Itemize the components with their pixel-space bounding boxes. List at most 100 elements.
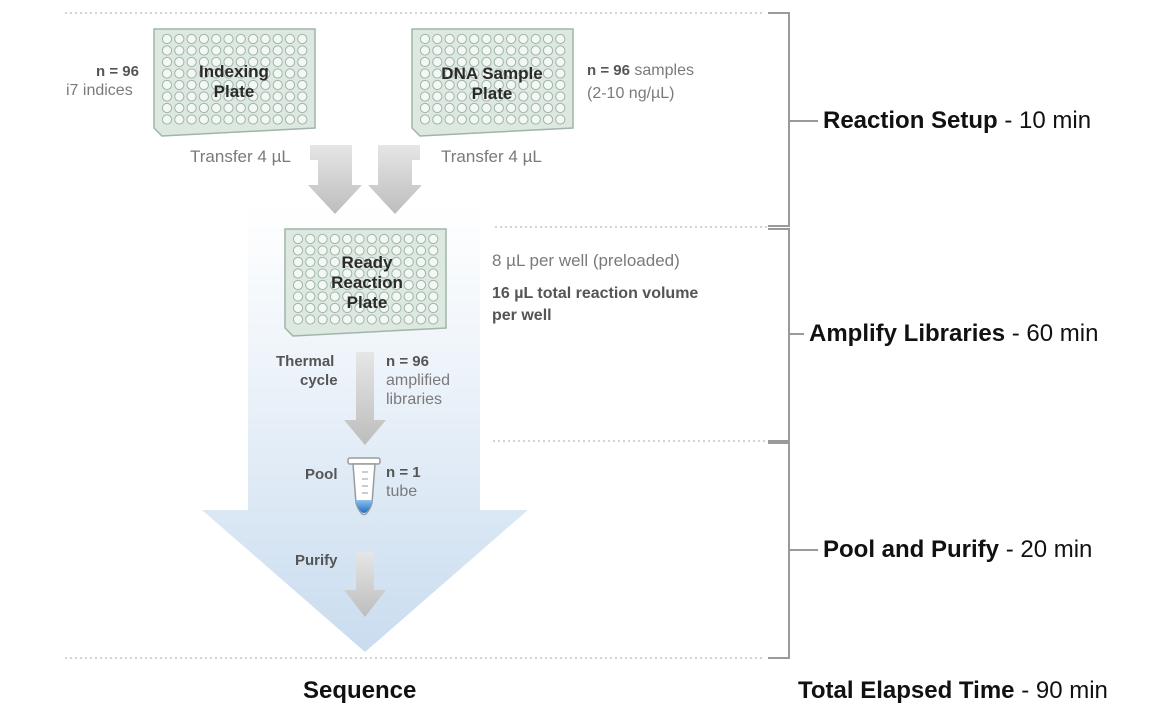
plate-well: [444, 79, 455, 91]
plate-well: [530, 33, 541, 45]
plate-well: [342, 256, 353, 268]
plate-well: [366, 233, 377, 245]
transfer-label-right: Transfer 4 µL: [441, 147, 542, 166]
plate-well: [493, 33, 504, 45]
plate-well: [305, 233, 316, 245]
plate-well: [555, 91, 566, 102]
dna-title-line2: Plate: [471, 84, 513, 103]
plate-well: [518, 91, 529, 102]
plate-well: [555, 68, 566, 79]
plate-well: [391, 245, 402, 256]
plate-well: [211, 102, 222, 114]
plate-well: [379, 302, 390, 314]
plate-well: [542, 68, 554, 79]
stage-reaction-setup: Reaction Setup - 10 min: [823, 107, 1091, 135]
plate-well: [391, 233, 402, 245]
plate-well: [419, 91, 431, 102]
plate-well: [530, 114, 541, 125]
plate-well: [366, 268, 377, 279]
plate-well: [481, 114, 492, 125]
plate-well: [342, 268, 353, 279]
plate-well: [174, 102, 185, 114]
plate-well: [493, 45, 504, 56]
plate-well: [248, 68, 259, 79]
plate-well: [329, 279, 340, 291]
indexing-plate-title: Indexing Plate: [174, 62, 294, 102]
plate-well: [174, 91, 185, 102]
plate-well: [493, 68, 504, 79]
plate-well: [469, 114, 480, 125]
plate-well: [456, 56, 467, 68]
plate-well: [297, 91, 308, 102]
plate-well: [354, 302, 365, 314]
purify-label: Purify: [295, 552, 338, 569]
plate-well: [493, 56, 504, 68]
ready-title-line3: Plate: [346, 293, 388, 312]
stage-time: - 60 min: [1011, 320, 1099, 347]
plate-well: [432, 79, 443, 91]
plate-well: [428, 302, 439, 314]
plate-well: [403, 302, 414, 314]
stage-bracket-pool: [768, 442, 818, 659]
plate-well: [248, 79, 259, 91]
plate-well: [305, 279, 316, 291]
plate-well: [284, 91, 296, 102]
plate-well: [542, 33, 554, 45]
plate-well: [555, 102, 566, 114]
plate-well: [419, 33, 431, 45]
plate-well: [432, 56, 443, 68]
stage-time: - 20 min: [1005, 536, 1093, 563]
plate-well: [297, 114, 308, 125]
plate-well: [444, 68, 455, 79]
plate-well: [186, 45, 197, 56]
plate-well: [211, 79, 222, 91]
plate-well: [260, 79, 271, 91]
plate-well: [198, 68, 209, 79]
plate-well: [211, 33, 222, 45]
plate-well: [305, 256, 316, 268]
plate-well: [419, 68, 431, 79]
plate-well: [292, 245, 304, 256]
plate-well: [518, 68, 529, 79]
plate-well: [248, 45, 259, 56]
plate-well: [317, 314, 328, 325]
plate-well: [469, 91, 480, 102]
plate-well: [542, 45, 554, 56]
plate-well: [444, 45, 455, 56]
plate-well: [506, 45, 517, 56]
plate-well: [506, 91, 517, 102]
plate-well: [481, 79, 492, 91]
plate-well: [354, 256, 365, 268]
plate-well: [329, 291, 340, 302]
dna-sample-concentration: (2-10 ng/µL): [587, 85, 675, 102]
pool-label: Pool: [305, 466, 338, 483]
plate-well: [342, 291, 353, 302]
indexing-title-line1: Indexing: [199, 62, 269, 81]
plate-well: [317, 279, 328, 291]
plate-well: [198, 102, 209, 114]
plate-well: [186, 79, 197, 91]
plate-well: [391, 314, 402, 325]
indexing-count: n = 96: [96, 63, 139, 80]
plate-well: [428, 279, 439, 291]
plate-well: [317, 291, 328, 302]
plate-well: [186, 114, 197, 125]
sequence-label: Sequence: [303, 677, 417, 704]
plate-well: [542, 56, 554, 68]
plate-well: [530, 56, 541, 68]
preload-label: 8 µL per well (preloaded): [492, 251, 680, 270]
plate-well: [379, 279, 390, 291]
plate-well: [481, 45, 492, 56]
plate-well: [366, 279, 377, 291]
plate-well: [329, 233, 340, 245]
plate-well: [297, 79, 308, 91]
plate-well: [161, 68, 173, 79]
thermal-arrow: [344, 352, 386, 445]
total-elapsed-value: - 90 min: [1021, 677, 1108, 704]
plate-well: [415, 291, 427, 302]
plate-well: [354, 314, 365, 325]
plate-well: [292, 233, 304, 245]
plate-well: [493, 91, 504, 102]
plate-well: [161, 56, 173, 68]
plate-well: [555, 56, 566, 68]
